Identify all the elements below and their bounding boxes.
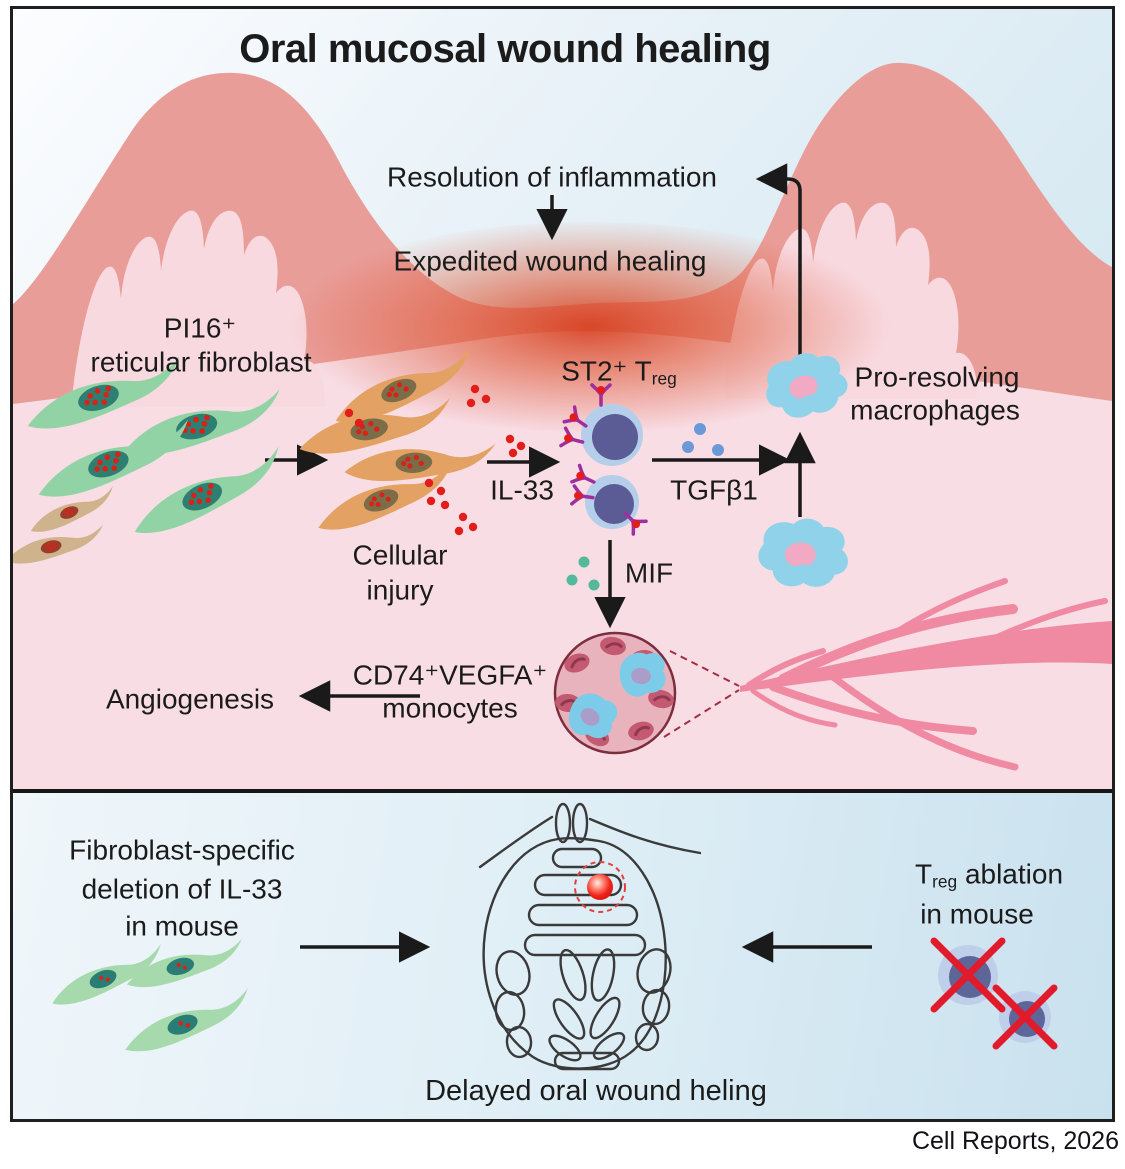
angiogenesis-label: Angiogenesis	[105, 683, 275, 715]
il33-label: IL-33	[490, 474, 554, 506]
resolution-label: Resolution of inflammation	[387, 161, 717, 193]
treg-sub: reg	[932, 871, 958, 892]
pi16-label-line2: reticular fibroblast	[90, 346, 312, 378]
vessel-cross-section	[552, 631, 740, 755]
delayed-healing-label: Delayed oral wound heling	[425, 1074, 767, 1107]
flow-arrows	[265, 163, 816, 712]
fibro-deletion-line3: in mouse	[125, 910, 239, 942]
il33-deleted-fibroblasts	[45, 939, 256, 1055]
ablated-treg-cells	[930, 937, 1058, 1050]
pro-resolving-line1: Pro-resolving	[854, 361, 1020, 393]
mouse-palate-drawing	[478, 802, 702, 1071]
lower-panel: Fibroblast-specific deletion of IL-33 in…	[13, 793, 1112, 1119]
journal-credit: Cell Reports, 2026	[911, 1127, 1119, 1155]
il33-molecules	[344, 384, 526, 536]
pro-resolving-line2: macrophages	[850, 394, 1020, 426]
cellular-injury-line1: Cellular	[352, 539, 448, 571]
treg-prefix: T	[914, 858, 933, 890]
panel-divider	[13, 789, 1112, 793]
figure-title: Oral mucosal wound healing	[239, 27, 771, 71]
wound-spot	[574, 861, 626, 913]
upper-panel-art	[13, 62, 1112, 789]
cd74-label-line2: monocytes	[382, 692, 518, 724]
treg-ablation-line2: in mouse	[920, 898, 1034, 930]
expedited-label: Expedited wound healing	[393, 245, 707, 277]
arrow-macrophage-to-resolution	[755, 163, 802, 359]
st2-treg-label: ST2⁺ Treg	[561, 356, 677, 387]
tgfb1-molecules	[682, 423, 724, 456]
fibro-deletion-line2: deletion of IL-33	[81, 873, 283, 905]
upper-panel: Oral mucosal wound healing Resolution of…	[13, 9, 1112, 789]
mif-label: MIF	[624, 557, 674, 589]
st2-treg-cells	[559, 383, 648, 536]
cd74-label-line1: CD74⁺VEGFA⁺	[352, 659, 548, 691]
treg-rest: ablation	[957, 858, 1064, 890]
ablation-x-marks	[930, 937, 1058, 1050]
st2-treg-sub: reg	[651, 368, 677, 389]
lower-panel-art	[13, 802, 1058, 1071]
figure-frame: Oral mucosal wound healing Resolution of…	[10, 6, 1115, 1122]
mif-molecules	[566, 556, 600, 591]
tgfb1-label: TGFβ1	[670, 474, 758, 506]
injured-fibroblasts	[298, 347, 526, 536]
fibro-deletion-line1: Fibroblast-specific	[69, 834, 295, 866]
blood-vessel	[740, 578, 1112, 771]
oral-mucosa-tissue	[13, 62, 1112, 789]
treg-ablation-line1: Treg ablation	[915, 859, 1063, 890]
st2-treg-prefix: ST2⁺ T	[561, 355, 652, 387]
pi16-label-line1: PI16⁺	[163, 312, 237, 344]
cellular-injury-line2: injury	[366, 574, 434, 606]
